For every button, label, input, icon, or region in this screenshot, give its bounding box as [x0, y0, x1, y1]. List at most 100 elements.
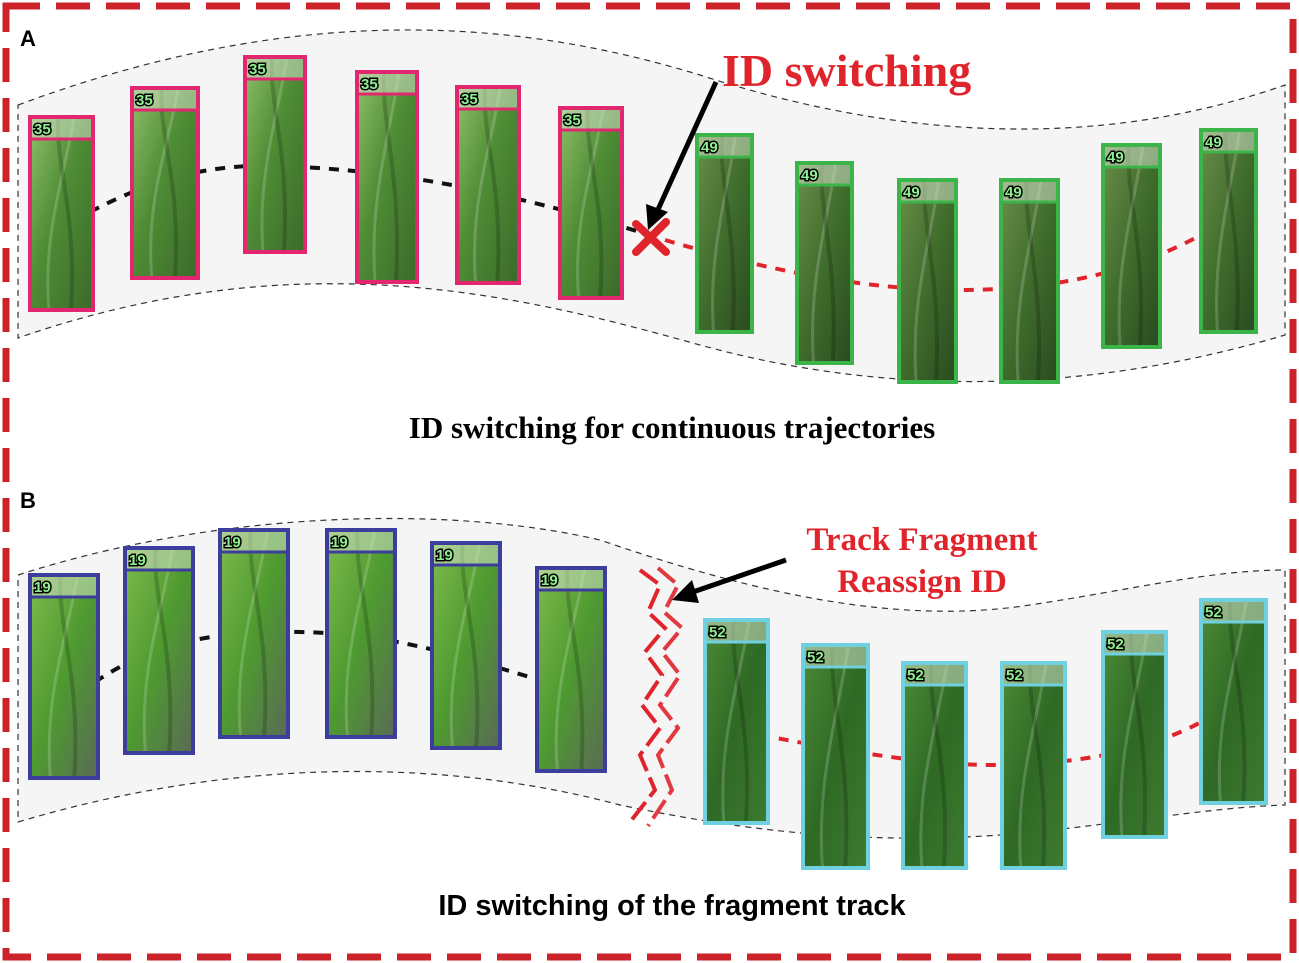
panel-a-arrow-icon [646, 80, 719, 230]
track-id-label: 35 [361, 76, 378, 93]
track-id-label: 19 [224, 534, 241, 551]
id-label-strip [132, 88, 198, 110]
detection-box-id19: 19 [430, 541, 502, 750]
detection-box-id35: 35 [28, 115, 95, 312]
leaf-image [30, 575, 98, 778]
id-label-strip [1002, 663, 1065, 685]
track-id-label: 19 [436, 547, 453, 564]
leaf-image [220, 530, 288, 737]
id-label-strip [1201, 130, 1256, 152]
leaf-image [245, 57, 305, 252]
id-label-strip [537, 568, 605, 590]
leaf-image [803, 645, 868, 868]
leaf-image [705, 620, 768, 823]
track-id-label: 49 [1107, 149, 1124, 166]
id-label-strip [560, 108, 622, 130]
leaf-image [30, 117, 93, 310]
detection-box-id19: 19 [535, 566, 607, 773]
id-label-strip [1103, 632, 1166, 654]
bounding-box-frame [28, 573, 100, 780]
id-label-strip [30, 117, 93, 139]
bounding-box-frame [1000, 661, 1067, 870]
track-id-label: 35 [564, 112, 581, 129]
panel-a-band [17, 29, 1286, 383]
bounding-box-frame [455, 85, 521, 285]
leaf-image [327, 530, 395, 737]
bounding-box-frame [1101, 143, 1162, 349]
id-label-strip [457, 87, 519, 109]
track-id-label: 49 [903, 184, 920, 201]
detection-box-id52: 52 [901, 661, 968, 870]
bounding-box-frame [355, 70, 419, 284]
leaf-image [125, 548, 193, 753]
track-id-label: 35 [34, 121, 51, 138]
leaf-image [1103, 145, 1160, 347]
panel-b-annotation-line1: Track Fragment [806, 522, 1037, 558]
detection-box-id35: 35 [355, 70, 419, 284]
panel-b-caption: ID switching of the fragment track [438, 890, 906, 922]
bounding-box-frame [325, 528, 397, 739]
track-id-label: 52 [1205, 604, 1222, 621]
bounding-box-frame [801, 643, 870, 870]
track-id-label: 52 [807, 649, 824, 666]
panel-b-band [17, 517, 1286, 839]
id-switch-cross-icon [632, 218, 670, 256]
bounding-box-frame [218, 528, 290, 739]
id-label-strip [903, 663, 966, 685]
bounding-box-frame [28, 115, 95, 312]
leaf-image [1002, 663, 1065, 868]
leaf-image [899, 180, 956, 382]
detection-box-id19: 19 [123, 546, 195, 755]
detection-box-id35: 35 [455, 85, 521, 285]
leaf-image [537, 568, 605, 771]
id-label-strip [327, 530, 395, 552]
detection-box-id52: 52 [801, 643, 870, 870]
bounding-box-frame [1199, 598, 1268, 805]
leaf-vein [819, 644, 850, 869]
track-id-label: 35 [461, 91, 478, 108]
bounding-box-frame [795, 161, 854, 365]
id-label-strip [125, 548, 193, 570]
panel-b-annotation-line2: Reassign ID [837, 564, 1007, 600]
id-label-strip [220, 530, 288, 552]
leaf-image [903, 663, 966, 868]
id-label-strip [899, 180, 956, 202]
leaf-image [560, 108, 622, 298]
detection-box-id49: 49 [897, 178, 958, 384]
panel-a-letter: A [20, 26, 36, 51]
id-label-strip [30, 575, 98, 597]
detection-box-id35: 35 [243, 55, 307, 254]
panel-b-arrow-icon [672, 557, 787, 603]
track-id-label: 49 [1205, 134, 1222, 151]
panel-a-caption: ID switching for continuous trajectories [409, 410, 935, 445]
track-id-label: 35 [136, 92, 153, 109]
bounding-box-frame [695, 133, 754, 334]
detection-box-id52: 52 [703, 618, 770, 825]
id-label-strip [1201, 600, 1266, 622]
fragment-break-zigzag [628, 568, 668, 824]
id-label-strip [432, 543, 500, 565]
detection-box-id35: 35 [130, 86, 200, 280]
detection-box-id19: 19 [28, 573, 100, 780]
id-label-strip [697, 135, 752, 157]
fragment-break-zigzag-inner [646, 566, 685, 828]
track-id-label: 52 [709, 624, 726, 641]
bounding-box-frame [999, 178, 1060, 384]
bounding-box-frame [901, 661, 968, 870]
track-id-label: 19 [129, 552, 146, 569]
id-label-strip [705, 620, 768, 642]
bounding-box-frame [535, 566, 607, 773]
bounding-box-frame [430, 541, 502, 750]
id-label-strip [1001, 180, 1058, 202]
track-id-label: 52 [907, 667, 924, 684]
leaf-image [1103, 632, 1166, 837]
detection-box-id49: 49 [795, 161, 854, 365]
bounding-box-frame [1199, 128, 1258, 334]
panel-b-letter: B [20, 488, 36, 513]
track-id-label: 49 [801, 167, 818, 184]
track-id-label: 49 [701, 139, 718, 156]
leaf-image [697, 135, 752, 332]
panel-a-annotation: ID switching [722, 45, 971, 96]
